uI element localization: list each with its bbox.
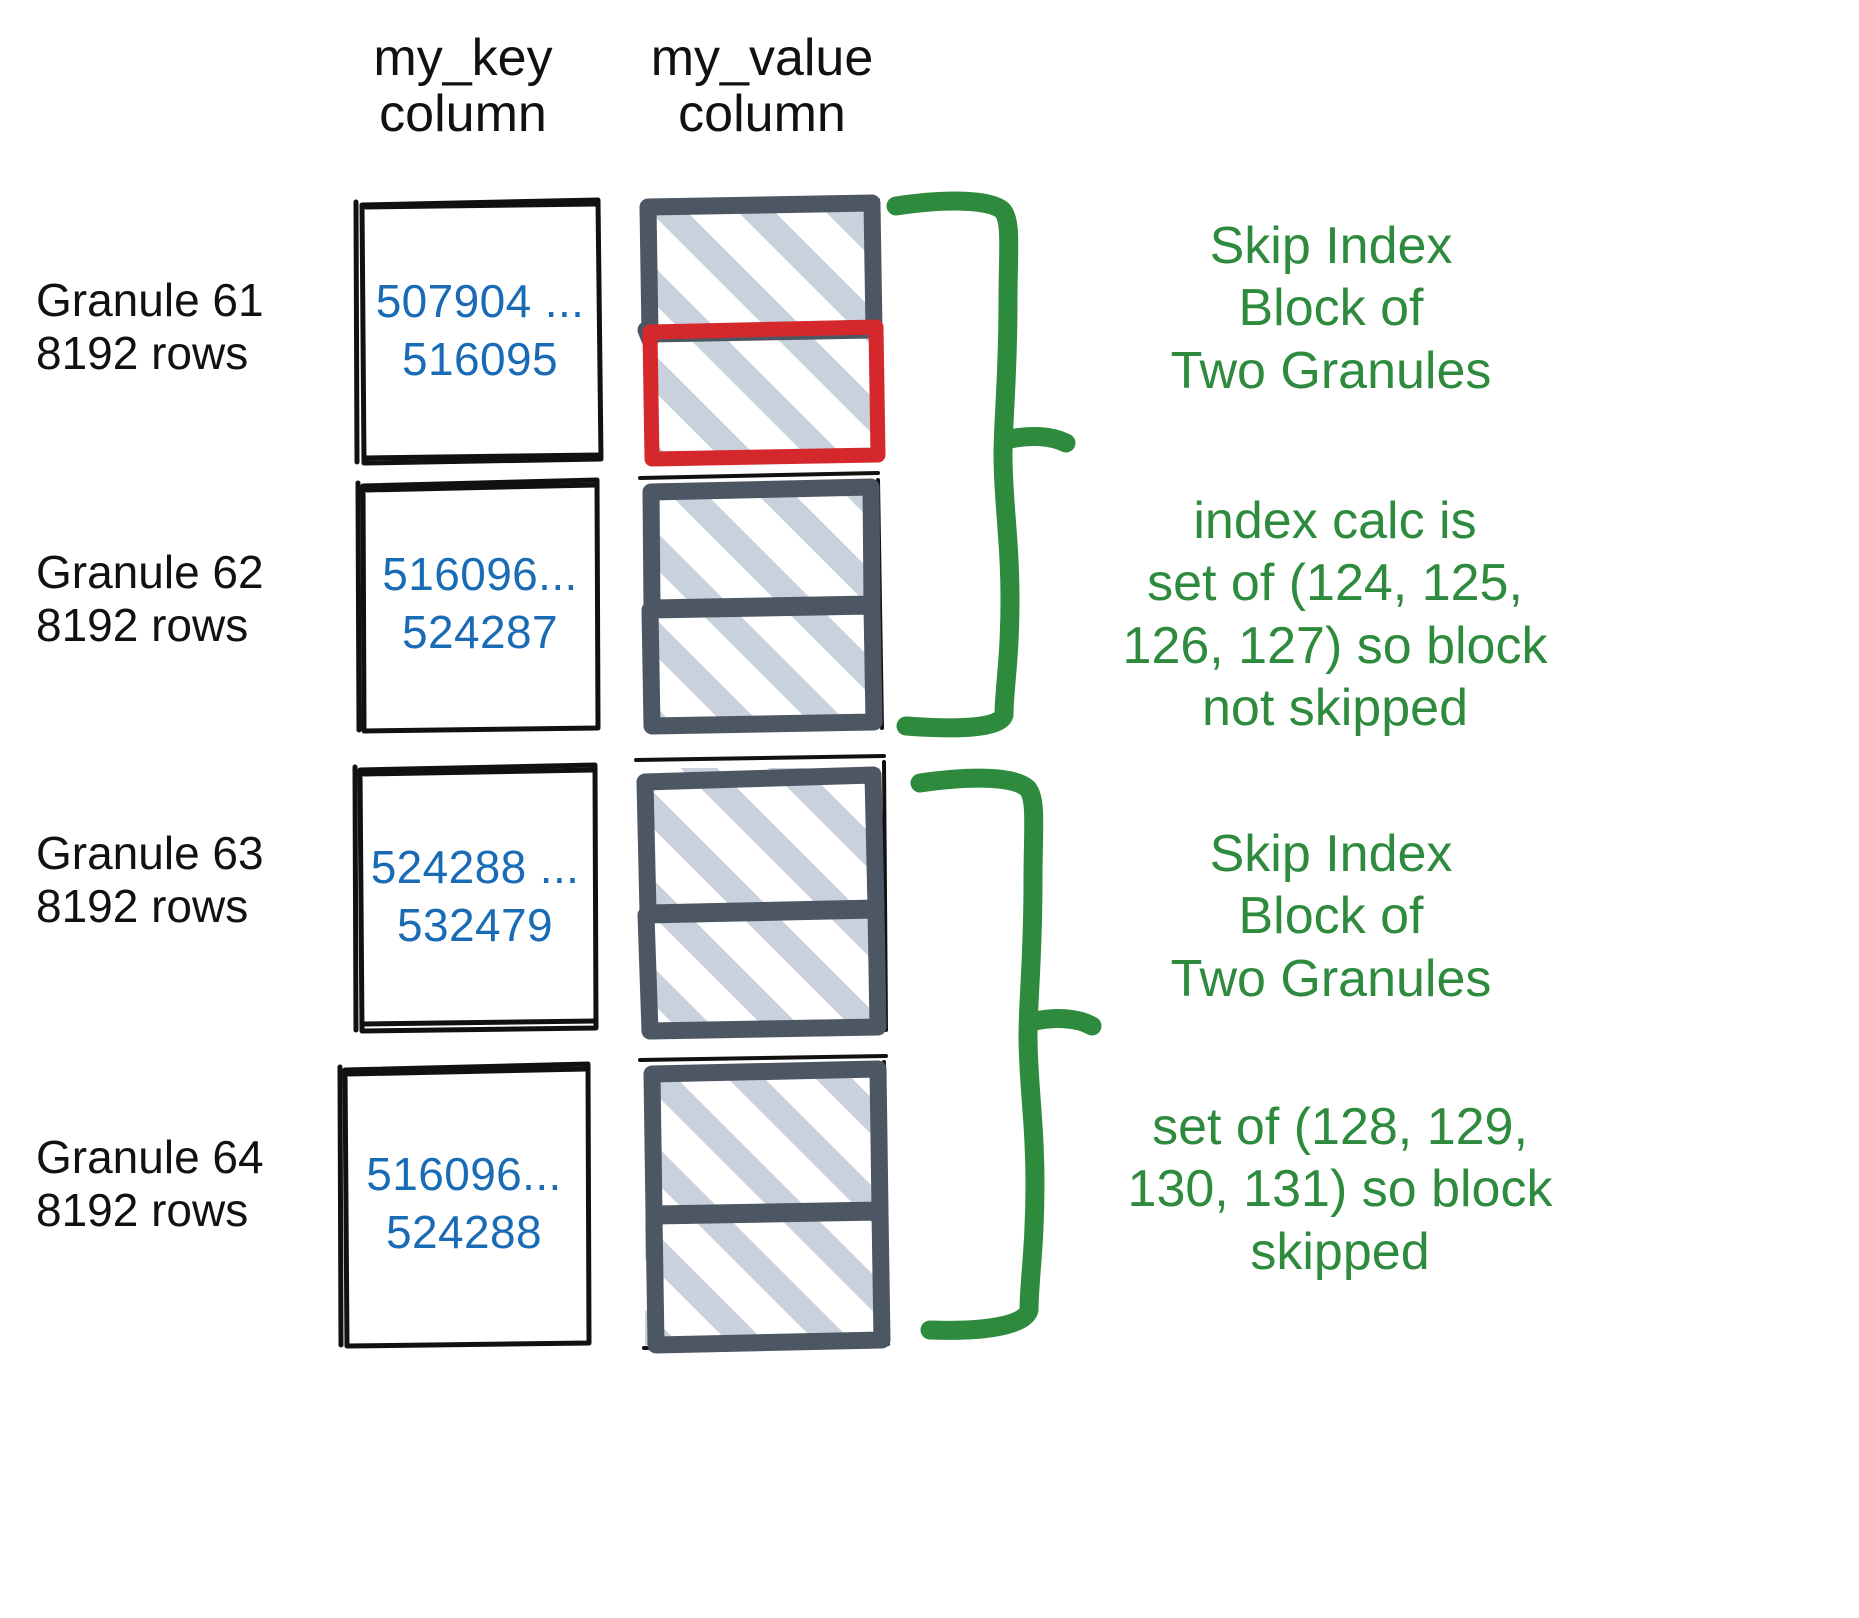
- key-box-granule-64: 516096... 524288: [340, 1063, 588, 1345]
- key-box-granule-63: 524288 ... 532479: [355, 763, 595, 1031]
- key-range-line-1: 524288 ...: [370, 841, 580, 894]
- column-header-my-value: my_value column: [650, 29, 874, 144]
- value-hatch-granule-63: [640, 768, 880, 1030]
- key-range-line-2: 524288: [386, 1206, 542, 1258]
- key-box-outline-62: [355, 477, 601, 734]
- brace-block-1: [886, 191, 1076, 738]
- key-box-granule-61: 507904 ... 516095: [360, 200, 600, 462]
- key-box-outline-63: [352, 762, 599, 1034]
- granule-label-61: Granule 61 8192 rows: [36, 274, 264, 380]
- brace-block-2: [910, 768, 1102, 1340]
- annotation-skip-index-block-1: Skip Index Block of Two Granules: [1170, 217, 1492, 400]
- key-range-line-1: 507904 ...: [375, 275, 585, 328]
- key-box-outline-64: [337, 1061, 592, 1349]
- key-box-granule-62: 516096... 524287: [360, 480, 600, 728]
- value-box-border-127: [641, 597, 883, 735]
- key-range-line-1: 516096...: [366, 1148, 562, 1201]
- column-header-my-key: my_key column: [373, 29, 553, 144]
- highlight-box-125: [642, 319, 886, 467]
- granule-label-64: Granule 64 8192 rows: [36, 1131, 264, 1237]
- annotation-skip-index-block-2: Skip Index Block of Two Granules: [1170, 825, 1492, 1008]
- key-box-outline-61: [353, 197, 604, 466]
- granule-label-63: Granule 63 8192 rows: [36, 827, 264, 933]
- value-box-border-129: [637, 901, 887, 1040]
- value-box-border-131: [645, 1203, 891, 1354]
- key-range-line-2: 516095: [402, 333, 558, 385]
- key-range-line-2: 532479: [397, 899, 553, 951]
- annotation-index-calc-block-2: set of (128, 129, 130, 131) so block ski…: [1127, 1098, 1553, 1281]
- key-range-line-2: 524287: [402, 606, 558, 658]
- key-range-line-1: 516096...: [382, 548, 578, 601]
- annotation-index-calc-block-1: index calc is set of (124, 125, 126, 127…: [1122, 492, 1548, 738]
- granule-label-62: Granule 62 8192 rows: [36, 546, 264, 652]
